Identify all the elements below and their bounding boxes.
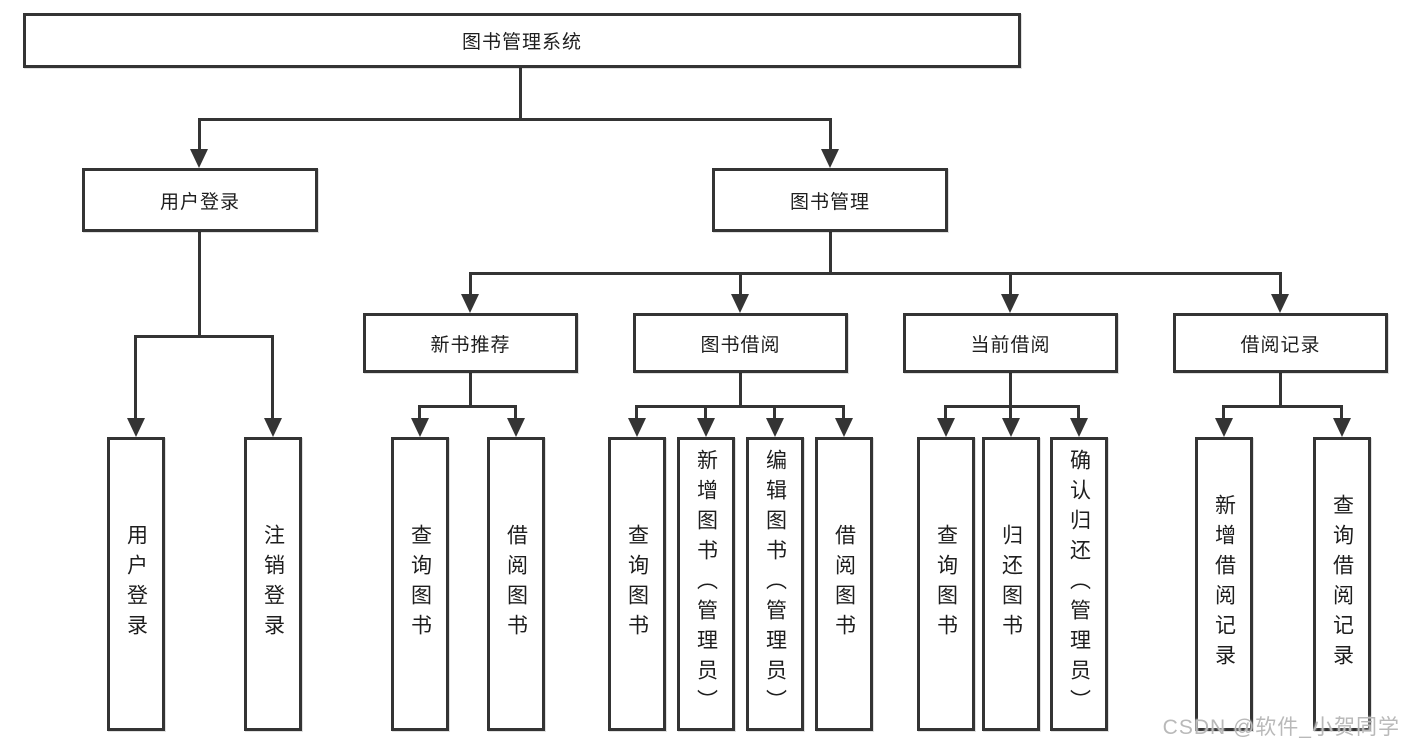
node-leaf-bb-edit-books-admin: 编辑图书（管理员） (746, 437, 804, 731)
connector-line (635, 405, 638, 423)
node-leaf-nb-query-books-label: 查询图书 (408, 524, 432, 644)
connector-line (198, 232, 201, 335)
node-leaf-user-login-label: 用户登录 (124, 524, 148, 644)
node-leaf-br-query-record: 查询借阅记录 (1313, 437, 1371, 731)
connector-line (469, 272, 1282, 275)
arrow-down-icon (1215, 418, 1233, 437)
connector-line (198, 118, 201, 154)
node-current-borrowing-label: 当前借阅 (970, 334, 1051, 356)
connector-line (469, 272, 472, 298)
node-leaf-user-login: 用户登录 (107, 437, 165, 731)
connector-line (944, 405, 947, 423)
arrow-down-icon (127, 418, 145, 437)
connector-line (1340, 405, 1343, 423)
connector-line (514, 405, 517, 423)
node-leaf-bb-edit-books-admin-label: 编辑图书（管理员） (763, 449, 787, 719)
connector-line (1009, 272, 1012, 298)
arrow-down-icon (1333, 418, 1351, 437)
node-new-book-recommend-label: 新书推荐 (430, 334, 511, 356)
arrow-down-icon (697, 418, 715, 437)
connector-line (134, 335, 137, 421)
csdn-watermark: CSDN @软件_小贺同学 (1162, 716, 1400, 739)
node-root-label: 图书管理系统 (461, 32, 582, 53)
node-leaf-bb-query-books-label: 查询图书 (625, 524, 649, 644)
node-leaf-bb-query-books: 查询图书 (608, 437, 666, 731)
arrow-down-icon (461, 294, 479, 313)
node-book-management: 图书管理 (712, 168, 948, 232)
connector-line (773, 405, 776, 423)
node-borrowing-records: 借阅记录 (1173, 313, 1388, 373)
connector-line (704, 405, 707, 423)
arrow-down-icon (190, 149, 208, 168)
arrow-down-icon (937, 418, 955, 437)
arrow-down-icon (507, 418, 525, 437)
node-leaf-br-add-record-label: 新增借阅记录 (1212, 494, 1236, 674)
node-leaf-br-query-record-label: 查询借阅记录 (1330, 494, 1354, 674)
node-user-login-label: 用户登录 (159, 191, 240, 213)
connector-line (418, 405, 517, 408)
node-book-borrowing-label: 图书借阅 (700, 334, 781, 356)
connector-line (1009, 373, 1012, 405)
arrow-down-icon (766, 418, 784, 437)
connector-line (1009, 405, 1012, 423)
node-leaf-cb-query-books: 查询图书 (917, 437, 975, 731)
connector-line (519, 68, 522, 118)
connector-line (635, 405, 845, 408)
node-book-management-label: 图书管理 (789, 191, 870, 213)
connector-line (1077, 405, 1080, 423)
node-leaf-bb-add-books-admin: 新增图书（管理员） (677, 437, 735, 731)
connector-line (739, 272, 742, 298)
node-leaf-bb-borrow-books-label: 借阅图书 (832, 524, 856, 644)
connector-line (1279, 272, 1282, 298)
arrow-down-icon (835, 418, 853, 437)
node-current-borrowing: 当前借阅 (903, 313, 1118, 373)
connector-line (271, 335, 274, 421)
node-borrowing-records-label: 借阅记录 (1240, 334, 1321, 356)
arrow-down-icon (731, 294, 749, 313)
connector-line (418, 405, 421, 423)
connector-line (842, 405, 845, 423)
connector-line (1222, 405, 1225, 423)
node-leaf-cb-confirm-return-admin: 确认归还（管理员） (1050, 437, 1108, 731)
connector-line (134, 335, 274, 338)
arrow-down-icon (1001, 294, 1019, 313)
connector-line (469, 373, 472, 405)
connector-line (829, 118, 832, 154)
node-leaf-cb-query-books-label: 查询图书 (934, 524, 958, 644)
node-book-borrowing: 图书借阅 (633, 313, 848, 373)
node-leaf-nb-borrow-books: 借阅图书 (487, 437, 545, 731)
node-leaf-br-add-record: 新增借阅记录 (1195, 437, 1253, 731)
node-new-book-recommend: 新书推荐 (363, 313, 578, 373)
arrow-down-icon (411, 418, 429, 437)
connector-line (944, 405, 1080, 408)
arrow-down-icon (628, 418, 646, 437)
arrow-down-icon (264, 418, 282, 437)
node-leaf-cb-return-books: 归还图书 (982, 437, 1040, 731)
node-root: 图书管理系统 (23, 13, 1021, 68)
connector-line (198, 118, 832, 121)
node-leaf-bb-add-books-admin-label: 新增图书（管理员） (694, 449, 718, 719)
node-leaf-cb-return-books-label: 归还图书 (999, 524, 1023, 644)
arrow-down-icon (1070, 418, 1088, 437)
arrow-down-icon (821, 149, 839, 168)
node-user-login: 用户登录 (82, 168, 318, 232)
connector-line (1279, 373, 1282, 405)
connector-line (739, 373, 742, 405)
node-leaf-logout-label: 注销登录 (261, 524, 285, 644)
connector-line (829, 232, 832, 272)
connector-line (1222, 405, 1343, 408)
node-leaf-logout: 注销登录 (244, 437, 302, 731)
arrow-down-icon (1002, 418, 1020, 437)
node-leaf-nb-borrow-books-label: 借阅图书 (504, 524, 528, 644)
node-leaf-nb-query-books: 查询图书 (391, 437, 449, 731)
node-leaf-cb-confirm-return-admin-label: 确认归还（管理员） (1067, 449, 1091, 719)
node-leaf-bb-borrow-books: 借阅图书 (815, 437, 873, 731)
arrow-down-icon (1271, 294, 1289, 313)
